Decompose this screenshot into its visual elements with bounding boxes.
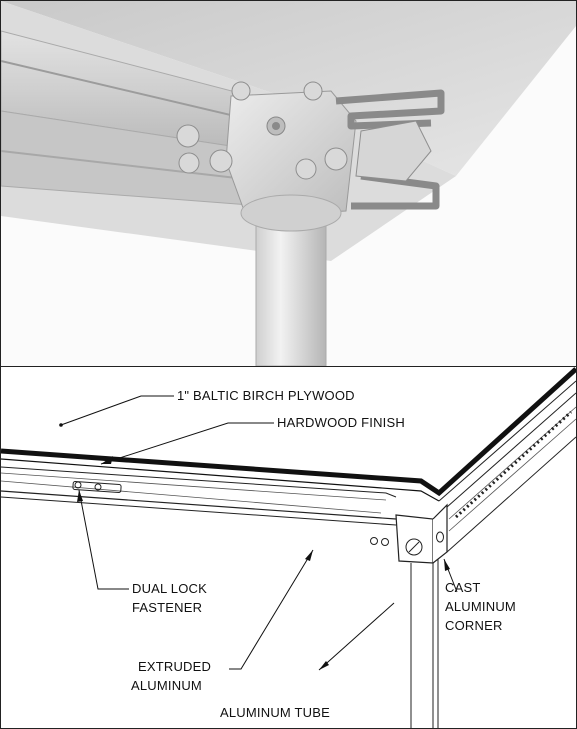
label-cast-line3: CORNER [445,618,503,633]
render-view-panel [0,0,577,367]
label-cast-line1: CAST [445,580,481,595]
label-extruded-line2: ALUMINUM [131,678,202,693]
label-extruded-line1: EXTRUDED [138,659,212,674]
assembly-line-drawing [1,367,576,728]
label-baltic-birch-plywood: 1" BALTIC BIRCH PLYWOOD [177,388,355,403]
label-cast-line2: ALUMINUM [445,599,516,614]
label-aluminum-tube: ALUMINUM TUBE [220,705,330,720]
line-drawing-panel: 1" BALTIC BIRCH PLYWOOD HARDWOOD FINISH … [0,366,577,729]
label-dual-lock-line2: FASTENER [132,600,203,615]
label-hardwood-finish: HARDWOOD FINISH [277,415,405,430]
render-illustration [1,1,576,366]
label-dual-lock-line1: DUAL LOCK [132,581,208,596]
